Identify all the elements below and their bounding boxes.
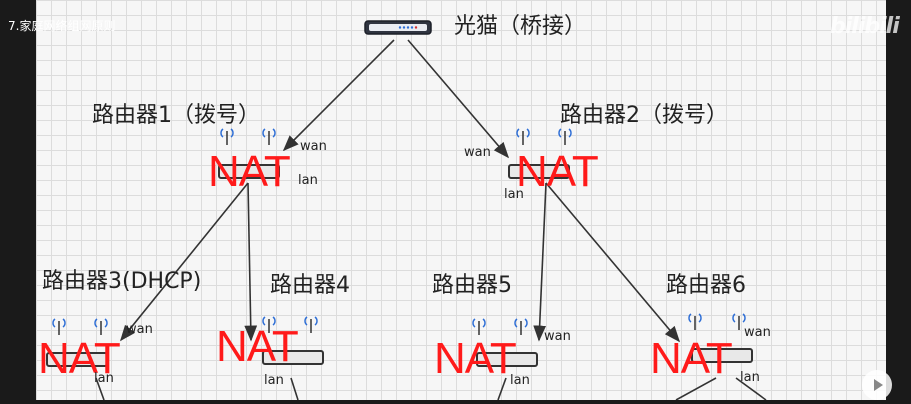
router2-wan-label: wan — [464, 145, 491, 160]
router6-label: 路由器6 — [666, 273, 746, 298]
router5-body — [476, 352, 538, 367]
router2-body — [508, 164, 570, 179]
wifi-antenna-icon — [558, 128, 572, 145]
modem-icon — [364, 20, 432, 35]
router3-lan-label: lan — [94, 371, 114, 386]
wifi-antenna-icon — [472, 318, 486, 335]
router5-nat-label: NAT — [434, 334, 517, 383]
router6-lan-label: lan — [740, 370, 760, 385]
modem-device — [364, 18, 432, 38]
edge-r5-down — [497, 377, 507, 400]
bilibili-watermark: bilibili — [830, 14, 900, 39]
play-icon — [874, 379, 883, 391]
router2-lan-label: lan — [504, 187, 524, 202]
lecture-title: 7.家庭网络组网原则 — [8, 19, 116, 33]
wifi-antenna-icon — [732, 313, 746, 330]
router5-wan-label: wan — [544, 329, 571, 344]
edge-r1-r3 — [119, 182, 249, 342]
wifi-antenna-icon — [688, 313, 702, 330]
router4-nat-label: NAT — [216, 322, 299, 371]
router2-nat-label: NAT — [516, 147, 599, 196]
play-button[interactable] — [862, 370, 892, 400]
edge-r1-r4 — [244, 182, 258, 342]
router4-body — [262, 350, 324, 365]
edge-r4-down — [290, 377, 299, 400]
wifi-antenna-icon — [262, 128, 276, 145]
modem-label: 光猫（桥接） — [454, 14, 587, 39]
router5-label: 路由器5 — [432, 273, 512, 298]
router1-body — [218, 164, 280, 179]
edge-r3-down — [95, 377, 105, 400]
router2-label: 路由器2（拨号） — [560, 103, 728, 128]
edge-modem-r1 — [282, 39, 395, 152]
router1-lan-label: lan — [298, 173, 318, 188]
edge-r6-down-right — [735, 377, 767, 400]
wifi-antenna-icon — [94, 318, 108, 335]
router6-wan-label: wan — [744, 325, 771, 340]
router3-body — [46, 352, 108, 367]
wifi-antenna-icon — [516, 128, 530, 145]
connection-arrows — [95, 39, 767, 400]
router3-wan-label: wan — [126, 322, 153, 337]
edge-r2-r5 — [533, 182, 547, 342]
router3-nat-label: NAT — [38, 334, 121, 383]
router6-body — [691, 348, 753, 363]
router1-wan-label: wan — [300, 139, 327, 154]
router4-label: 路由器4 — [270, 273, 350, 298]
wifi-antenna-icon — [52, 318, 66, 335]
router6-nat-label: NAT — [650, 334, 733, 383]
router1-nat-label: NAT — [208, 147, 291, 196]
wifi-antenna-icon — [514, 318, 528, 335]
router3-label: 路由器3(DHCP) — [42, 269, 202, 294]
edge-r6-down-left — [675, 377, 717, 400]
diagram-canvas: 光猫（桥接） 路由器1（拨号） NAT wan lan 路由器2（拨号） NAT… — [36, 0, 886, 400]
router5-lan-label: lan — [510, 373, 530, 388]
router4-lan-label: lan — [264, 373, 284, 388]
edge-modem-r2 — [407, 39, 510, 159]
wifi-antenna-icon — [304, 316, 318, 333]
wifi-antenna-icon — [220, 128, 234, 145]
edge-r2-r6 — [545, 182, 681, 343]
router1-label: 路由器1（拨号） — [92, 103, 260, 128]
wifi-antenna-icon — [262, 316, 276, 333]
